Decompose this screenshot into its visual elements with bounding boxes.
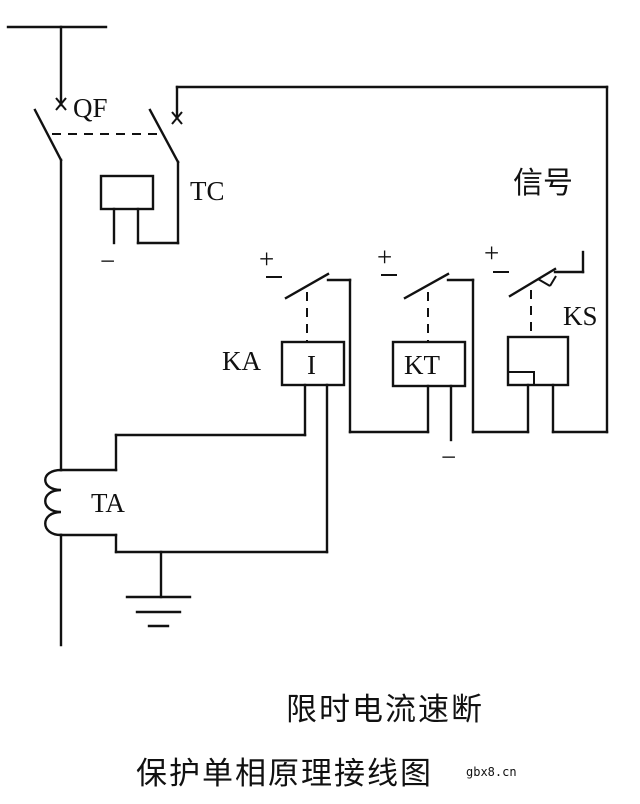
qf-label: QF	[73, 93, 108, 123]
ka-label: KA	[222, 346, 261, 376]
current-relay-ka	[266, 272, 352, 434]
ka-coil-label: I	[307, 350, 316, 380]
ka-plus-label: +	[259, 244, 274, 274]
kt-label: KT	[404, 350, 440, 380]
caption-line-1: 限时电流速断	[286, 692, 484, 728]
time-relay-kt	[381, 272, 475, 442]
tc-minus-label: −	[100, 246, 115, 276]
trip-coil-tc	[99, 160, 180, 245]
ground-symbol	[125, 550, 192, 628]
signal-relay-ks	[493, 250, 585, 434]
current-transformer-ta	[44, 383, 329, 554]
signal-label: 信号	[513, 166, 573, 201]
ks-plus-label: +	[484, 238, 499, 268]
breaker-qf	[33, 97, 183, 164]
kt-minus-label: −	[441, 442, 456, 472]
kt-plus-label: +	[377, 242, 392, 272]
watermark: gbx8.cn	[466, 765, 517, 779]
tc-label: TC	[190, 176, 225, 206]
ta-label: TA	[91, 488, 125, 518]
caption-line-2: 保护单相原理接线图	[136, 756, 433, 792]
signal-wire	[175, 85, 609, 434]
ks-label: KS	[563, 301, 598, 331]
